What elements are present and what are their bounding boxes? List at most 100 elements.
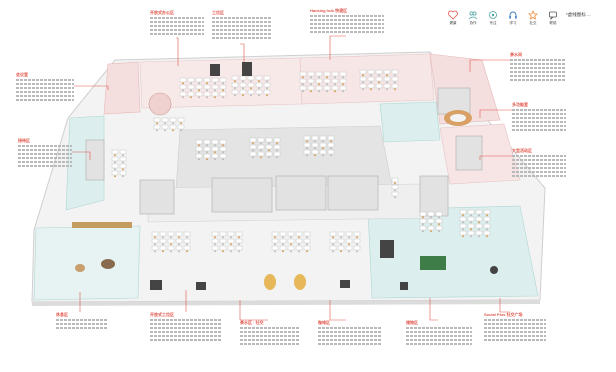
callout-title: 茶水区 · 社交: [240, 320, 264, 325]
desk: [331, 78, 339, 84]
callout-title: 茶水间: [510, 52, 522, 57]
desk: [383, 76, 391, 82]
chair: [178, 243, 180, 246]
desk: [391, 191, 399, 197]
chair: [242, 80, 244, 83]
desk: [419, 225, 427, 231]
chair: [214, 250, 216, 253]
desk: [359, 76, 367, 82]
desk: [331, 71, 339, 77]
chair: [242, 94, 244, 97]
chair: [340, 250, 342, 253]
chair: [198, 158, 200, 161]
desk: [195, 139, 203, 145]
desk: [307, 71, 315, 77]
legend-item: 联络: [546, 10, 560, 26]
chair: [310, 83, 312, 86]
desk: [375, 76, 383, 82]
chair: [306, 250, 308, 253]
desk: [279, 231, 287, 237]
desk: [435, 211, 443, 217]
desk: [329, 231, 337, 237]
legend-label: 联络: [549, 21, 557, 25]
chair: [356, 250, 358, 253]
chair: [222, 158, 224, 161]
chair: [206, 96, 208, 99]
chair: [258, 80, 260, 83]
desk: [303, 245, 311, 251]
chair: [394, 196, 396, 199]
desk: [475, 223, 483, 229]
desk: [219, 84, 227, 90]
desk: [353, 245, 361, 251]
chair: [478, 228, 480, 231]
chair: [348, 243, 350, 246]
chair: [222, 243, 224, 246]
chair: [318, 90, 320, 93]
chair: [274, 243, 276, 246]
chair: [326, 90, 328, 93]
desk: [179, 91, 187, 97]
desk: [167, 238, 175, 244]
callout-meeting-room: 会议室: [16, 72, 74, 103]
desk: [383, 69, 391, 75]
chair: [486, 235, 488, 238]
callout-multipurpose: 多功能室: [512, 102, 566, 133]
desk: [367, 83, 375, 89]
desk: [179, 84, 187, 90]
chair: [250, 80, 252, 83]
desk: [319, 149, 327, 155]
desk: [467, 216, 475, 222]
chair: [310, 76, 312, 79]
chair: [230, 250, 232, 253]
desk: [319, 135, 327, 141]
desk: [483, 223, 491, 229]
desk: [337, 231, 345, 237]
chair: [252, 142, 254, 145]
chair: [222, 89, 224, 92]
chair: [306, 243, 308, 246]
chair: [306, 140, 308, 143]
chair: [186, 236, 188, 239]
chair: [438, 230, 440, 233]
desk: [183, 238, 191, 244]
desk: [111, 149, 119, 155]
chair: [214, 158, 216, 161]
legend-item: 学习: [506, 10, 520, 26]
chair: [342, 76, 344, 79]
chair: [190, 89, 192, 92]
chair: [348, 250, 350, 253]
callout-leaders: [72, 35, 512, 321]
chair: [326, 83, 328, 86]
desk: [195, 84, 203, 90]
partitions: [85, 87, 483, 217]
chair: [162, 250, 164, 253]
desk: [235, 245, 243, 251]
legend-item: 社交: [526, 10, 540, 26]
leader-line: [499, 298, 510, 313]
chair: [206, 151, 208, 154]
desk: [391, 184, 399, 190]
desk: [299, 78, 307, 84]
chair: [198, 82, 200, 85]
chair: [198, 96, 200, 99]
desk: [203, 77, 211, 83]
chair: [386, 88, 388, 91]
chair: [430, 223, 432, 226]
desk: [255, 89, 263, 95]
chair: [290, 243, 292, 246]
chair: [178, 250, 180, 253]
desk: [257, 137, 265, 143]
chair: [302, 76, 304, 79]
desk: [307, 78, 315, 84]
desk: [435, 225, 443, 231]
chair: [164, 122, 166, 125]
chair: [114, 161, 116, 164]
chair: [298, 243, 300, 246]
legend-item: 协作: [466, 10, 480, 26]
desk: [295, 245, 303, 251]
callout-title: 开放式办公区: [150, 10, 174, 15]
chair: [378, 88, 380, 91]
desk: [227, 231, 235, 237]
